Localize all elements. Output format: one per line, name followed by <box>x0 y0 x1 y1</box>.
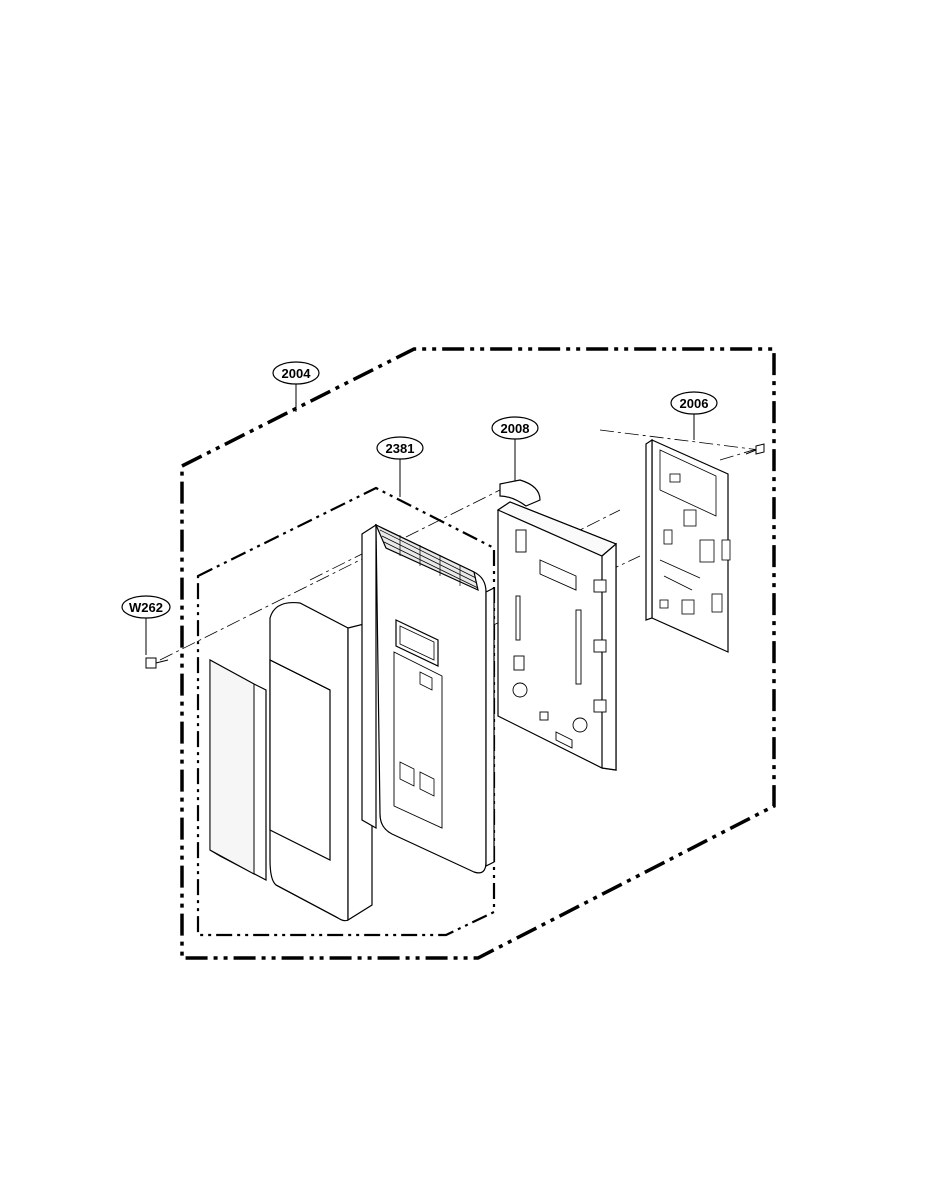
pcb-assembly <box>645 438 731 653</box>
leader-lines <box>145 384 695 655</box>
callout-label: 2008 <box>501 421 530 436</box>
callout-label: 2006 <box>680 396 709 411</box>
callout-w262: W262 <box>121 595 171 619</box>
screw-pcb <box>745 443 765 455</box>
callout-2381: 2381 <box>376 436 424 460</box>
callout-2006: 2006 <box>670 391 718 415</box>
callout-2008: 2008 <box>491 416 539 440</box>
callout-label: 2381 <box>386 441 415 456</box>
callout-2004: 2004 <box>272 361 320 385</box>
screw-w262 <box>145 657 169 669</box>
subassembly-boundary-2381 <box>196 486 496 937</box>
front-panel-cover <box>361 523 495 874</box>
display-window-sheet <box>209 658 267 881</box>
control-panel-frame <box>269 601 373 922</box>
assembly-boundary-2004 <box>180 347 776 960</box>
callout-label: 2004 <box>282 366 312 381</box>
panel-bracket <box>496 479 618 771</box>
callout-label: W262 <box>129 600 163 615</box>
